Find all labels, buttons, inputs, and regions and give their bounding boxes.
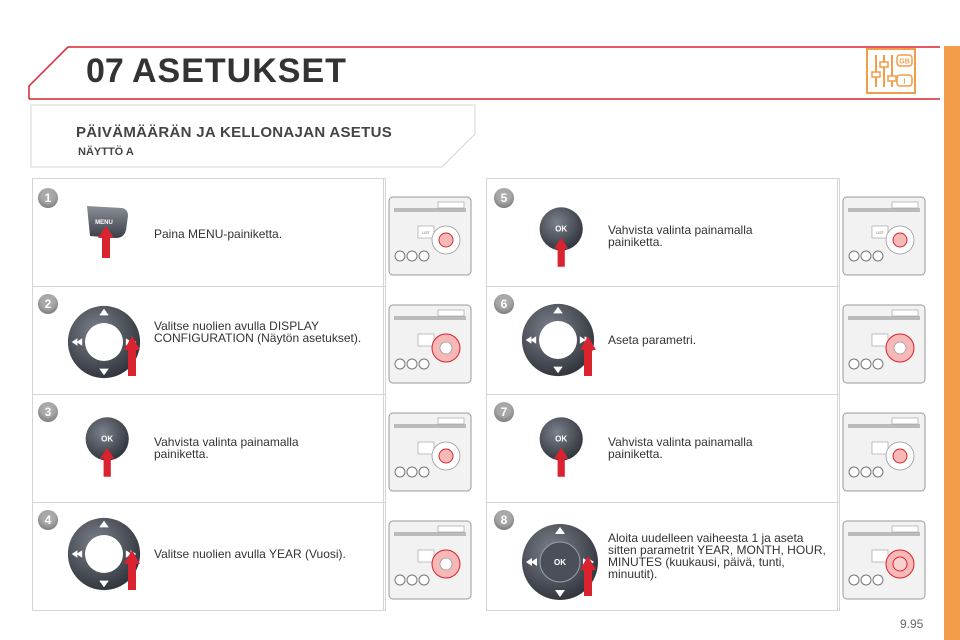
ok-center-label: OK: [554, 558, 566, 567]
step-5-number: 5: [494, 188, 514, 208]
menu-button-icon: MENU: [87, 206, 128, 258]
section-title: PÄIVÄMÄÄRÄN JA KELLONAJAN ASETUS: [76, 124, 393, 141]
ok-button-icon: OK: [85, 417, 129, 477]
pointer-arrow-icon: [124, 336, 140, 376]
arrow-pad-icon: [521, 303, 595, 377]
pointer-arrow-icon: [124, 550, 140, 590]
radio-unit-illustration: LIST: [388, 196, 472, 276]
step-1-text: Paina MENU-painiketta.: [154, 227, 283, 241]
ok-button-label: OK: [101, 435, 113, 444]
radio-unit-illustration: [388, 520, 472, 600]
page-title: ASETUKSET: [132, 52, 347, 90]
ok-button-label: OK: [555, 435, 567, 444]
arrow-pad-icon: [67, 305, 141, 379]
step-1-number: 1: [38, 188, 58, 208]
radio-unit-illustration: [842, 304, 926, 384]
ok-button-icon: OK: [539, 207, 583, 267]
radio-unit-illustration: [842, 520, 926, 600]
step-3-card: [32, 394, 386, 503]
radio-list-label: LIST: [422, 231, 430, 235]
step-5-text: Vahvista valinta painamalla painiketta.: [608, 223, 753, 249]
pointer-arrow-icon: [580, 336, 596, 376]
arrow-pad-ok-icon: OK: [522, 524, 598, 600]
radio-unit-illustration: [388, 304, 472, 384]
radio-unit-illustration: [388, 412, 472, 492]
step-4-text: Valitse nuolien avulla YEAR (Vuosi).: [154, 547, 346, 561]
ok-button-icon: OK: [539, 417, 583, 477]
radio-unit-illustration: LIST: [842, 196, 926, 276]
step-8-text: Aloita uudelleen vaiheesta 1 ja aseta si…: [608, 531, 826, 581]
step-4-number: 4: [38, 510, 58, 530]
arrow-pad-icon: [67, 517, 141, 591]
section-subtitle: NÄYTTÖ A: [78, 146, 134, 158]
step-7-text: Vahvista valinta painamalla painiketta.: [608, 435, 753, 461]
pointer-arrow-icon: [580, 556, 596, 596]
side-tab: [944, 46, 960, 640]
step-3-number: 3: [38, 402, 58, 422]
menu-button-label: MENU: [95, 220, 113, 226]
step-3-text: Vahvista valinta painamalla painiketta.: [154, 435, 299, 461]
page-number: 9.95: [900, 617, 924, 631]
step-7-number: 7: [494, 402, 514, 422]
settings-logo-icon: GB I: [866, 48, 916, 94]
step-2-text: Valitse nuolien avulla DISPLAY CONFIGURA…: [154, 319, 362, 345]
logo-badge-bottom: I: [904, 79, 906, 86]
chapter-number: 07: [86, 52, 124, 90]
radio-list-label: LIST: [876, 231, 884, 235]
header-frame: [28, 46, 940, 100]
step-2-number: 2: [38, 294, 58, 314]
ok-button-label: OK: [555, 225, 567, 234]
section-frame: [30, 104, 476, 168]
step-6-number: 6: [494, 294, 514, 314]
step-8-number: 8: [494, 510, 514, 530]
radio-unit-illustration: [842, 412, 926, 492]
logo-badge-top: GB: [899, 59, 910, 66]
step-6-text: Aseta parametri.: [608, 333, 697, 347]
